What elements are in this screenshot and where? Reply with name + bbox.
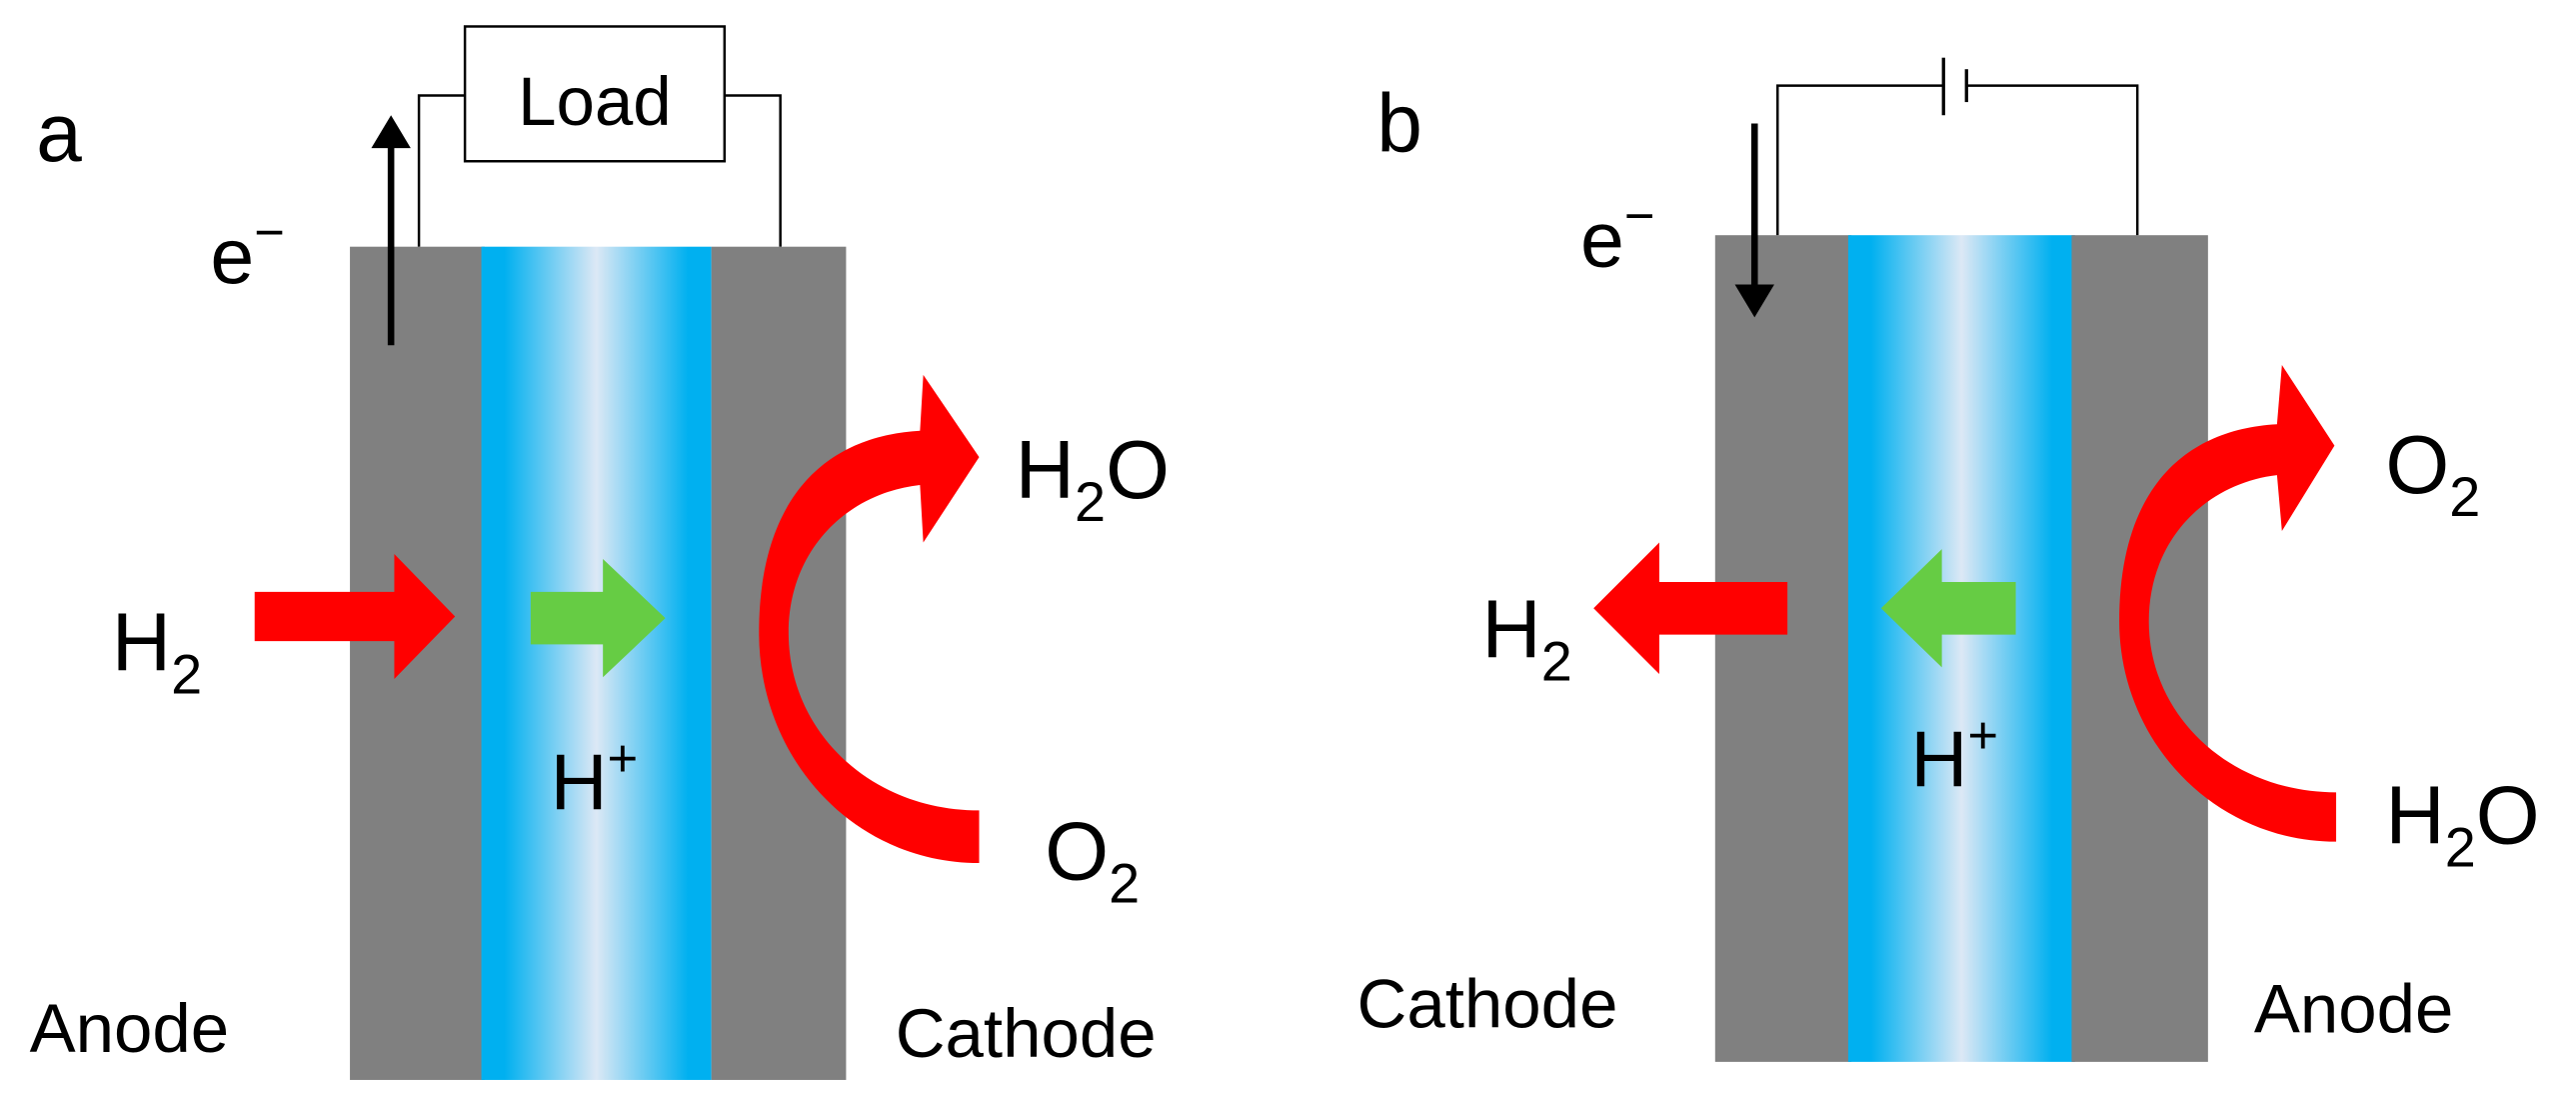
proton-arrow-a bbox=[530, 558, 666, 678]
reaction-arrow-a bbox=[759, 374, 980, 864]
load-label: Load bbox=[518, 63, 672, 140]
h2-label-a: H2 bbox=[112, 598, 202, 706]
o2-label-a: O2 bbox=[1045, 806, 1140, 914]
cathode-label-b: Cathode bbox=[1357, 965, 1618, 1042]
cathode-electrode-b bbox=[1714, 235, 1852, 1062]
membrane-b bbox=[1847, 235, 2075, 1062]
electron-arrow-down bbox=[1734, 123, 1774, 318]
reaction-arrow-b bbox=[2119, 365, 2337, 842]
h2o-label-a: H2O bbox=[1016, 425, 1170, 533]
membrane-a bbox=[481, 246, 712, 1080]
electron-label-a: e− bbox=[210, 203, 285, 300]
anode-label-b: Anode bbox=[2254, 970, 2454, 1047]
electron-arrow-up bbox=[371, 115, 411, 346]
circuit-wire-a bbox=[417, 94, 782, 247]
proton-arrow-b bbox=[1880, 549, 2016, 668]
electron-label-b: e− bbox=[1580, 187, 1655, 284]
h2o-label-b: H2O bbox=[2385, 770, 2539, 878]
panel-b-letter: b bbox=[1376, 78, 1422, 169]
proton-label-b: H+ bbox=[1910, 706, 1998, 803]
load-box bbox=[463, 25, 727, 163]
o2-label-b: O2 bbox=[2385, 420, 2480, 528]
anode-label-a: Anode bbox=[30, 990, 230, 1067]
anode-electrode-a bbox=[350, 246, 485, 1080]
h2-output-arrow bbox=[1593, 542, 1788, 675]
panel-a-letter: a bbox=[36, 88, 82, 179]
panel-b: b e− H2 H+ O2 H2O bbox=[1357, 57, 2540, 1062]
circuit-wire-b bbox=[1776, 84, 2139, 236]
panel-a: a Load e− H2 H+ H2O O bbox=[30, 25, 1170, 1080]
cathode-label-a: Cathode bbox=[896, 995, 1157, 1072]
proton-label-a: H+ bbox=[551, 729, 639, 826]
h2-input-arrow bbox=[254, 554, 456, 679]
h2-label-b: H2 bbox=[1481, 585, 1571, 693]
